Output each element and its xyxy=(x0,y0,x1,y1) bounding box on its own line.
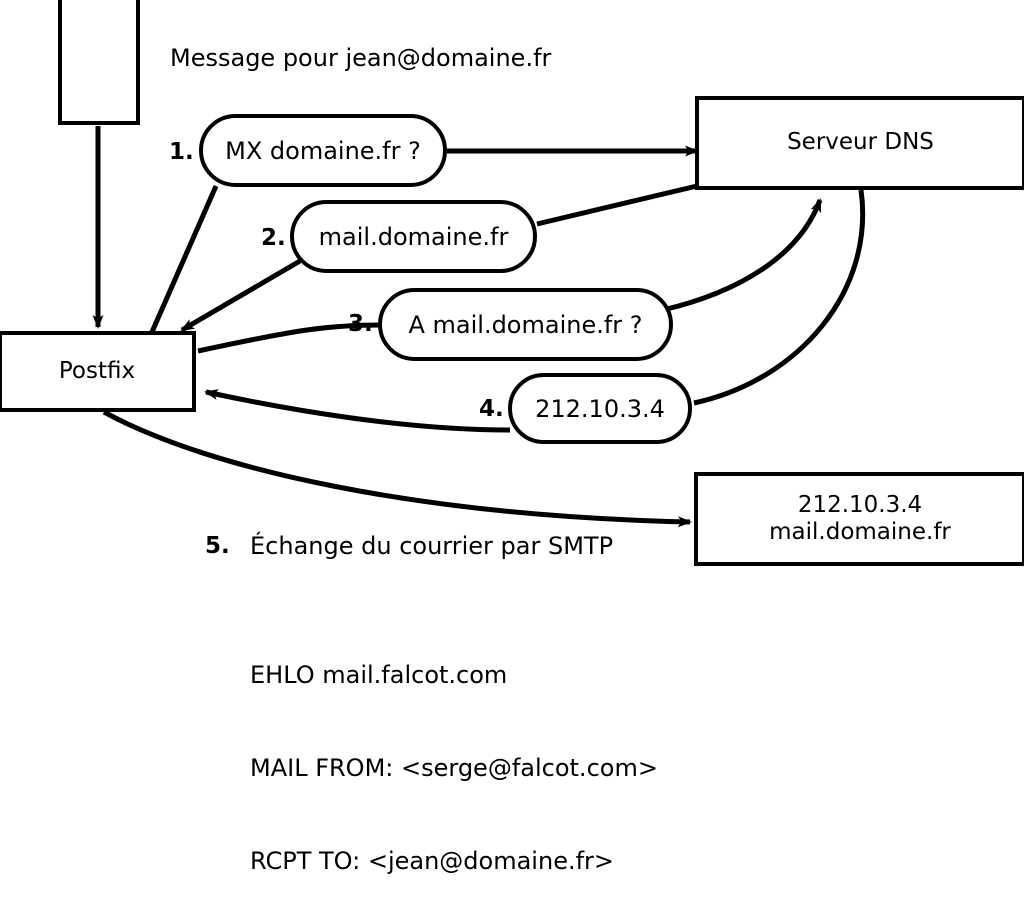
step-3-number: 3. xyxy=(348,311,373,337)
mail-server-host: mail.domaine.fr xyxy=(769,519,951,545)
step-4-pill[interactable]: 212.10.3.4 xyxy=(508,373,692,444)
transcript-line: RCPT TO: <jean@domaine.fr> xyxy=(250,847,615,875)
step-1-label: MX domaine.fr ? xyxy=(225,136,421,165)
dns-server-label: Serveur DNS xyxy=(787,129,934,156)
postfix-box[interactable]: Postfix xyxy=(0,331,196,412)
step-2-number: 2. xyxy=(261,225,286,251)
message-caption: Message pour jean@domaine.fr xyxy=(170,44,552,72)
step-4-label: 212.10.3.4 xyxy=(535,394,665,423)
step-2-pill[interactable]: mail.domaine.fr xyxy=(290,200,537,273)
mail-server-ip: 212.10.3.4 xyxy=(797,491,923,518)
step-2-label: mail.domaine.fr xyxy=(318,222,509,251)
edge-dns-to-step2 xyxy=(536,183,698,227)
step-1-pill[interactable]: MX domaine.fr ? xyxy=(199,114,447,187)
transcript-line: EHLO mail.falcot.com xyxy=(250,661,508,689)
mail-server-box[interactable]: 212.10.3.4 mail.domaine.fr xyxy=(694,472,1024,566)
step-1-number: 1. xyxy=(169,139,194,165)
edge-step3-to-dns xyxy=(662,198,823,313)
edge-postfix-to-mailserver xyxy=(102,409,692,528)
step-5-number: 5. xyxy=(205,533,230,559)
step-3-pill[interactable]: A mail.domaine.fr ? xyxy=(378,288,673,361)
dns-server-box[interactable]: Serveur DNS xyxy=(695,96,1024,190)
step-3-label: A mail.domaine.fr ? xyxy=(408,310,643,339)
mua-box[interactable] xyxy=(58,0,140,125)
postfix-label: Postfix xyxy=(58,357,136,384)
edge-dns-to-step4 xyxy=(693,189,866,406)
edge-postfix-to-step1 xyxy=(149,184,219,334)
edge-step2-to-postfix xyxy=(180,258,302,333)
smtp-transcript: EHLO mail.falcot.com MAIL FROM: <serge@f… xyxy=(250,598,658,919)
step-5-label: Échange du courrier par SMTP xyxy=(250,532,614,560)
transcript-line: MAIL FROM: <serge@falcot.com> xyxy=(250,754,658,782)
step-4-number: 4. xyxy=(479,396,504,422)
edge-postfix-to-step3 xyxy=(197,322,383,354)
edge-step4-to-postfix xyxy=(204,389,511,433)
